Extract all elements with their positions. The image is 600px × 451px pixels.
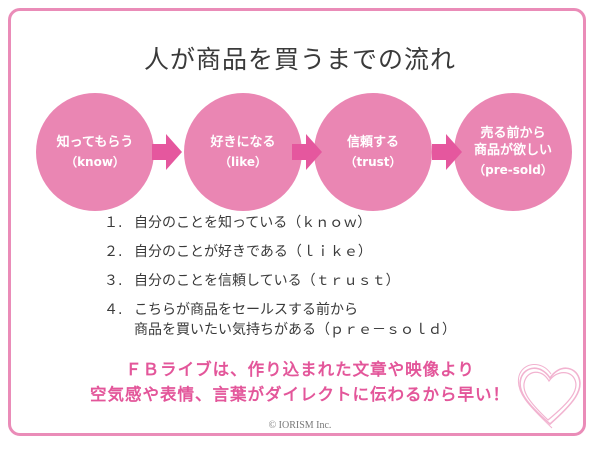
step-know: 知ってもらう （know）: [36, 93, 154, 211]
step-like: 好きになる （like）: [184, 93, 302, 211]
step-know-label: 知ってもらう: [56, 134, 134, 150]
step-trust-sublabel: （trust）: [344, 154, 402, 169]
list-item-number: ２.: [104, 244, 123, 260]
step-know-sublabel: （know）: [65, 154, 125, 169]
step-like-label: 好きになる: [210, 134, 276, 150]
step-presold-label: 売る前から: [480, 126, 546, 141]
step-trust-label: 信頼する: [346, 134, 399, 150]
list-item-text: 自分のことを知っている（ｋｎｏｗ）: [134, 215, 372, 231]
slide-frame: [8, 8, 586, 436]
list-item-text: こちらが商品をセールスする前から: [134, 302, 358, 318]
message-line-1: ＦＢライブは、作り込まれた文章や映像より: [125, 360, 475, 379]
step-like-sublabel: （like）: [218, 154, 268, 169]
slide-title: 人が商品を買うまでの流れ: [143, 45, 456, 74]
step-presold-sublabel: （pre-sold）: [473, 163, 553, 177]
list-item-text-continued: 商品を買いたい気持ちがある（ｐｒｅ－ｓｏｌｄ）: [134, 322, 456, 338]
list-item-number: １.: [104, 215, 123, 231]
message-line-2: 空気感や表情、言葉がダイレクトに伝わるから早い！: [90, 385, 510, 404]
step-trust: 信頼する （trust）: [314, 93, 432, 211]
step-presold-label-2: 商品が欲しい: [473, 143, 552, 158]
list-item-number: ３.: [104, 273, 123, 289]
list-item-number: ４.: [104, 302, 123, 318]
list-item-text: 自分のことが好きである（ｌｉｋｅ）: [134, 244, 372, 260]
list-item-text: 自分のことを信頼している（ｔｒｕｓｔ）: [134, 273, 400, 289]
arrow-right-icon: [152, 134, 182, 170]
arrow-right-icon: [292, 134, 322, 170]
arrow-right-icon: [432, 134, 462, 170]
copyright: © IORISM Inc.: [268, 420, 332, 431]
heart-doodle-icon: [517, 364, 581, 429]
step-presold: 売る前から 商品が欲しい （pre-sold）: [454, 93, 572, 211]
